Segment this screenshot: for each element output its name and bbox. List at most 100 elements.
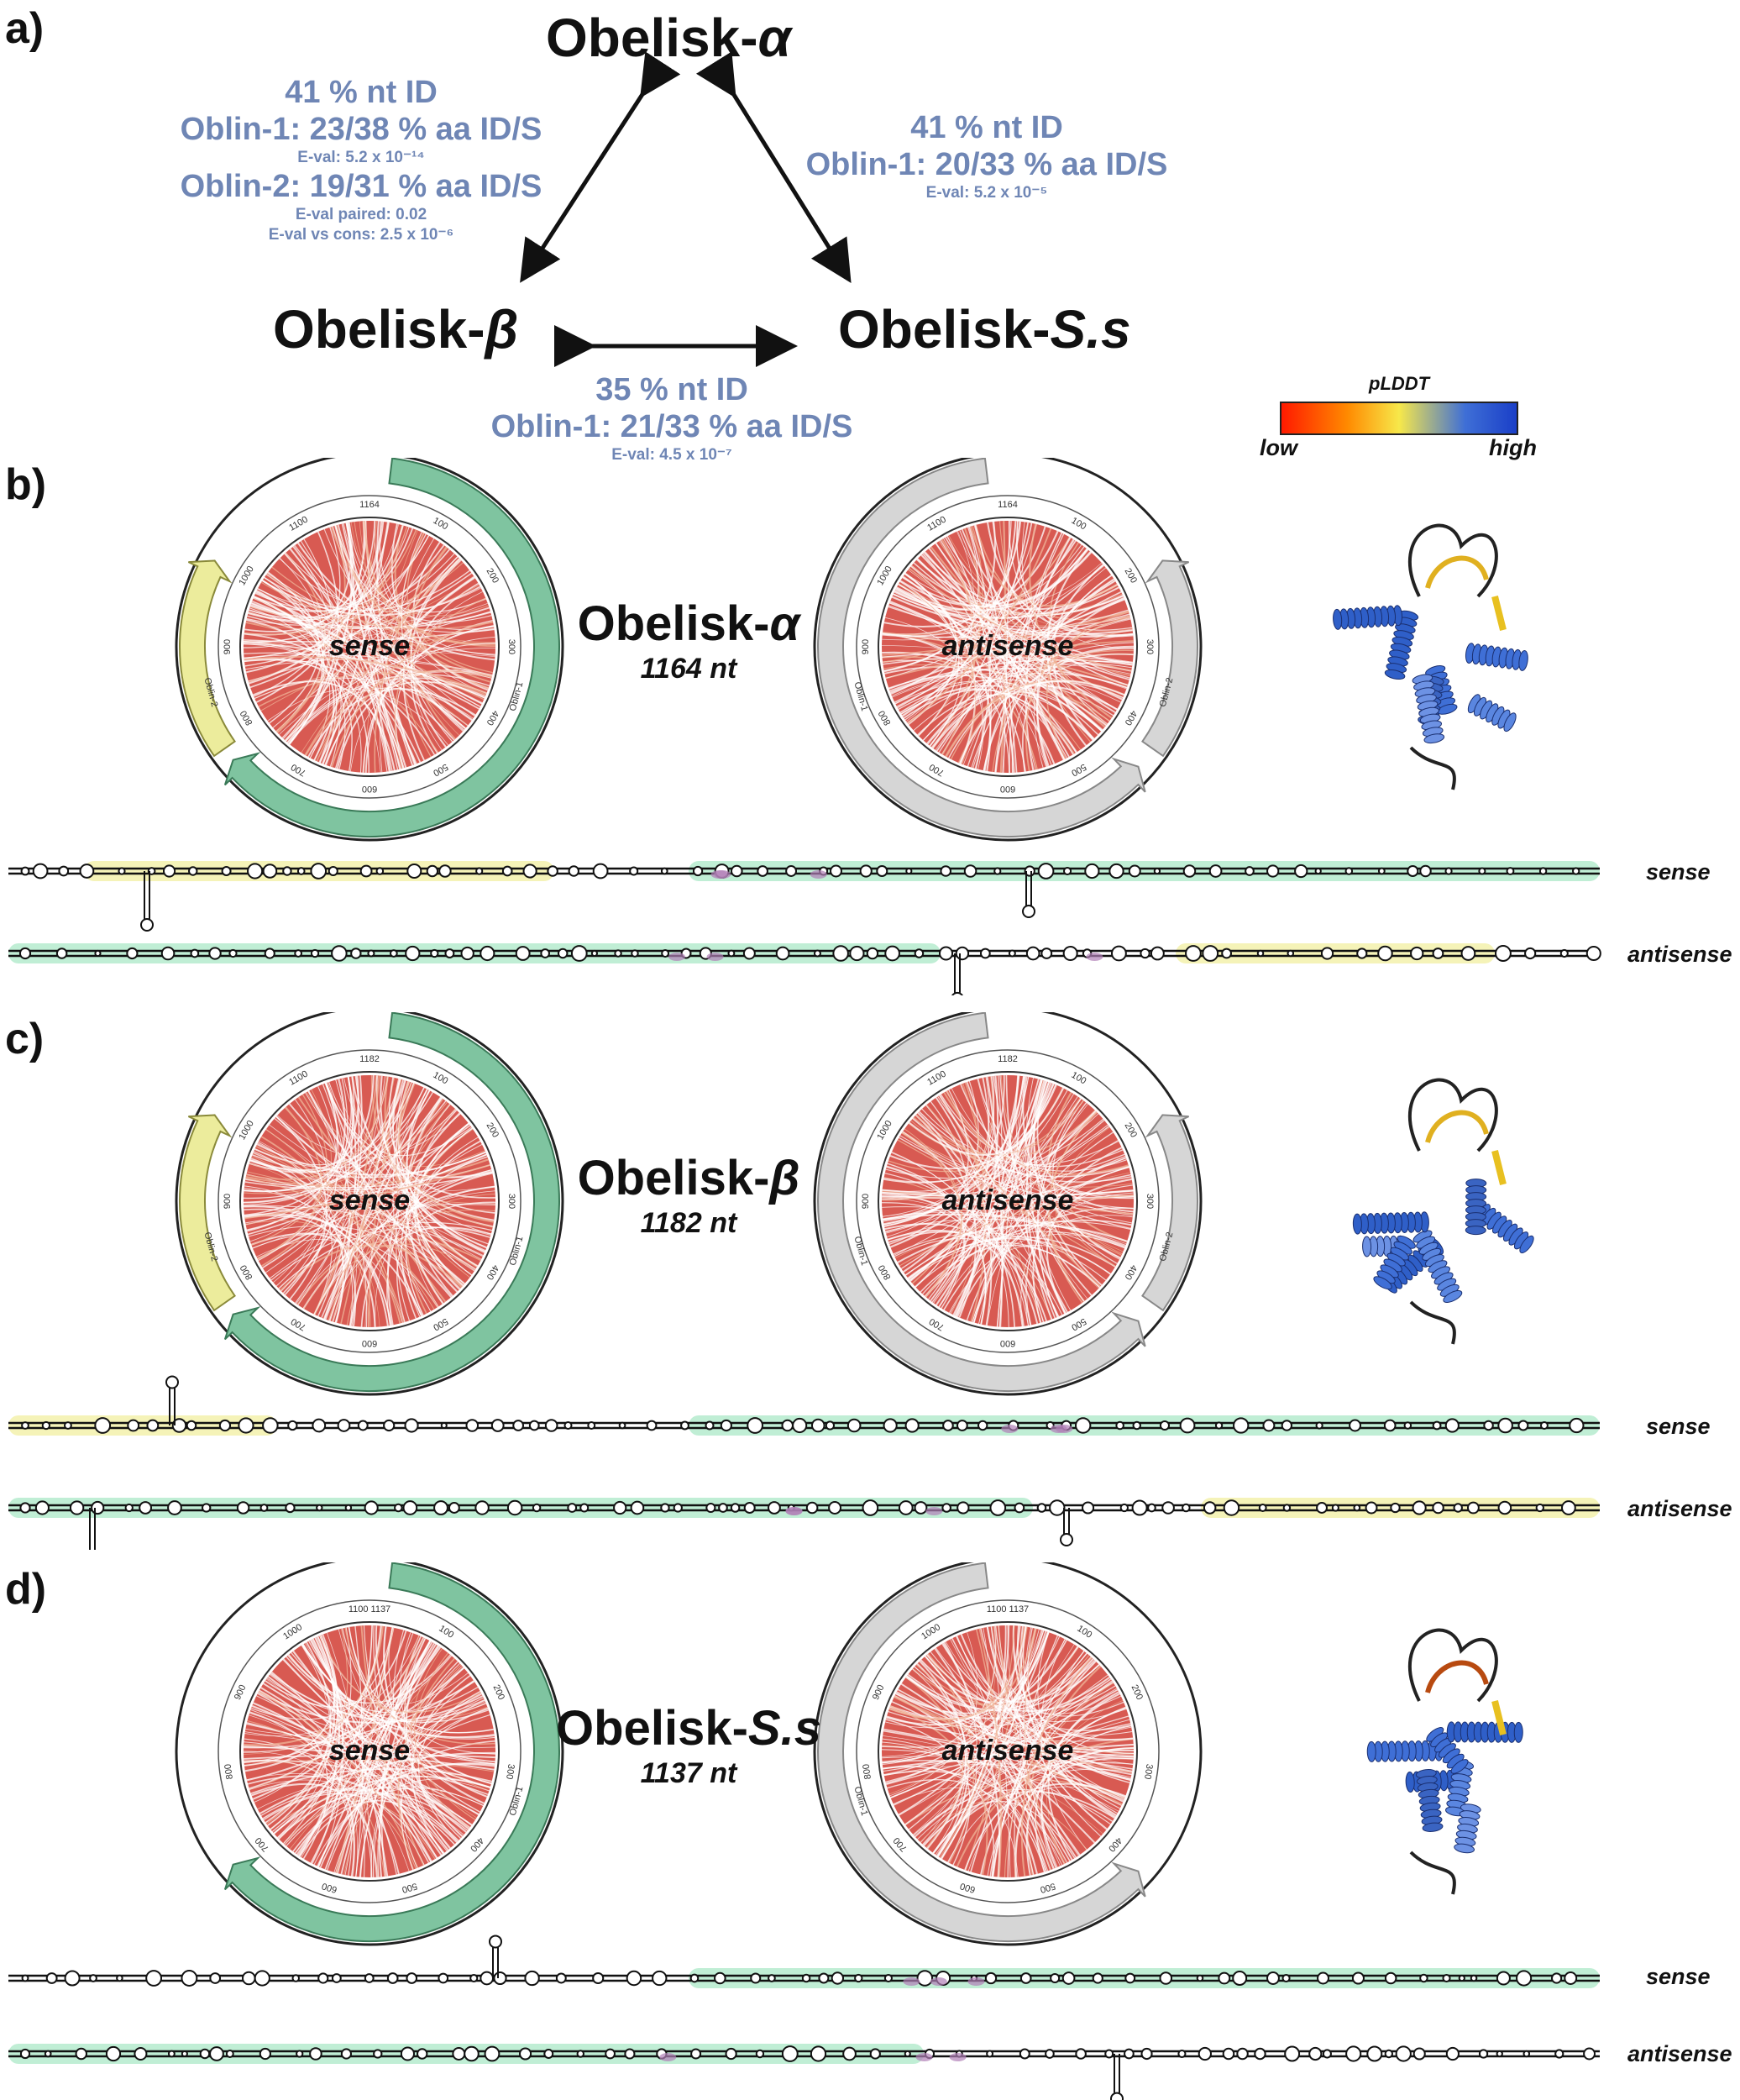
chord	[902, 1131, 1015, 1327]
loop	[1453, 1503, 1463, 1513]
chord	[894, 527, 979, 705]
loop	[1384, 1971, 1397, 1985]
loop	[1384, 2049, 1394, 2059]
loop	[440, 1421, 448, 1430]
chord	[255, 591, 405, 769]
chord	[919, 1661, 967, 1850]
loop	[1491, 596, 1507, 631]
chord	[884, 665, 1107, 727]
chord	[883, 664, 1082, 750]
chord	[1007, 1625, 1061, 1866]
alpha-helix	[1373, 1235, 1416, 1290]
tick-label: 600	[362, 1338, 377, 1348]
loop	[1317, 1971, 1329, 1985]
chord	[296, 1237, 481, 1305]
tick-label: 1000	[281, 1622, 304, 1641]
loop	[544, 1419, 558, 1432]
sense-track-label: sense	[1646, 1964, 1711, 1989]
loop	[116, 1974, 123, 1982]
loop	[522, 864, 537, 879]
loop	[984, 1971, 998, 1985]
chord	[245, 584, 480, 630]
loop	[1074, 1417, 1092, 1434]
chord	[253, 597, 469, 726]
stat-oblin2: Oblin-2: 19/31 % aa ID/S	[180, 169, 542, 204]
loop	[1024, 865, 1035, 877]
loop	[629, 866, 639, 876]
chord	[941, 1625, 1021, 1860]
outer-ring	[813, 458, 1203, 842]
loop	[1365, 1501, 1378, 1515]
chord	[990, 1626, 1011, 1877]
chord	[882, 1206, 1121, 1258]
loop	[34, 1500, 50, 1515]
chord	[401, 532, 453, 743]
tick-label: 300	[506, 1194, 516, 1209]
antisense-secondary-structure-track	[8, 943, 1601, 995]
chord	[405, 1137, 479, 1316]
loop	[55, 948, 68, 959]
sense-center-label: sense	[329, 1184, 410, 1216]
chord	[317, 1762, 495, 1867]
chord	[964, 1782, 1126, 1871]
chord	[377, 1680, 474, 1877]
loop	[1320, 947, 1334, 960]
loop	[1377, 867, 1386, 875]
loop	[296, 867, 306, 875]
loop	[576, 2050, 585, 2058]
chord	[316, 558, 460, 762]
loop	[1517, 1420, 1529, 1431]
loop	[448, 1502, 460, 1514]
chord	[937, 1625, 1007, 1857]
relationship-arrows	[520, 51, 852, 367]
loop	[1132, 1420, 1141, 1431]
loop	[1254, 2047, 1266, 2061]
chord	[905, 1676, 964, 1849]
chord	[288, 522, 353, 745]
loop	[1407, 864, 1419, 878]
loop	[792, 1417, 808, 1434]
loop	[781, 1419, 794, 1432]
chord	[1025, 1757, 1134, 1876]
chord	[388, 1627, 495, 1755]
antisense-secondary-structure-track	[8, 1498, 1600, 1550]
loop	[876, 865, 888, 877]
loop	[1409, 1851, 1456, 1895]
node-ss-name: Obelisk-	[838, 299, 1051, 360]
chord	[260, 1687, 443, 1856]
chord	[294, 1697, 484, 1854]
loop	[1221, 948, 1233, 959]
chord-ring	[239, 1071, 500, 1331]
chord	[267, 572, 495, 655]
chord	[256, 1143, 486, 1176]
alpha-helix	[1426, 1727, 1469, 1774]
loop	[626, 1970, 642, 1987]
loop	[1506, 867, 1515, 875]
loop	[883, 1973, 893, 1983]
chord	[321, 1097, 443, 1319]
chord	[244, 654, 493, 675]
chord	[1009, 533, 1065, 773]
loop	[830, 864, 842, 878]
loop	[262, 1417, 279, 1434]
chord	[901, 523, 1037, 717]
chord	[245, 1701, 485, 1736]
chord	[359, 521, 459, 736]
chord	[992, 629, 1133, 772]
loop	[1281, 1420, 1293, 1431]
stat-oblin1: Oblin-1: 20/33 % aa ID/S	[805, 147, 1168, 182]
loop	[1496, 2050, 1503, 2058]
chord	[939, 1158, 1127, 1308]
chord	[956, 1635, 1131, 1782]
loop	[631, 949, 639, 958]
tick-label: 200	[485, 1121, 501, 1140]
chord	[920, 1244, 1101, 1293]
sense-circle-plot: 116411001000900800700600500400300200100O…	[175, 458, 564, 842]
loop	[262, 864, 278, 879]
chord	[1019, 1625, 1116, 1818]
loop	[1203, 1501, 1217, 1515]
chord	[282, 1079, 404, 1294]
loop	[831, 1971, 845, 1985]
loop	[105, 2045, 122, 2062]
